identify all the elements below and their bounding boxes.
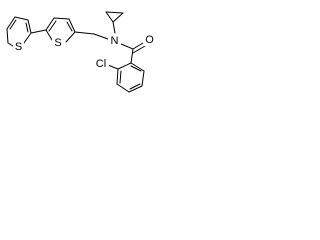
atom-cl: Cl — [93, 58, 109, 70]
svg-text:N: N — [111, 35, 119, 47]
thiophene-ring-middle — [45, 17, 76, 43]
thiophene-ring-left — [6, 16, 32, 47]
svg-text:Cl: Cl — [96, 58, 106, 70]
amide-group — [120, 42, 146, 64]
biaryl-bond — [30, 29, 47, 34]
atom-o: O — [143, 34, 156, 46]
atom-s-left: S — [13, 41, 24, 53]
methylene-bond-2 — [93, 33, 109, 40]
methylene-bond-1 — [74, 31, 95, 35]
atom-s-middle: S — [52, 37, 64, 49]
svg-text:S: S — [15, 41, 22, 53]
chloro-bond — [107, 64, 119, 70]
chemical-structure-diagram: S S N O Cl — [6, 11, 156, 93]
atom-n: N — [108, 35, 121, 47]
svg-text:S: S — [54, 37, 61, 49]
benzene-ring — [116, 62, 145, 93]
svg-text:O: O — [145, 34, 154, 46]
cyclopropyl-group — [105, 11, 124, 34]
